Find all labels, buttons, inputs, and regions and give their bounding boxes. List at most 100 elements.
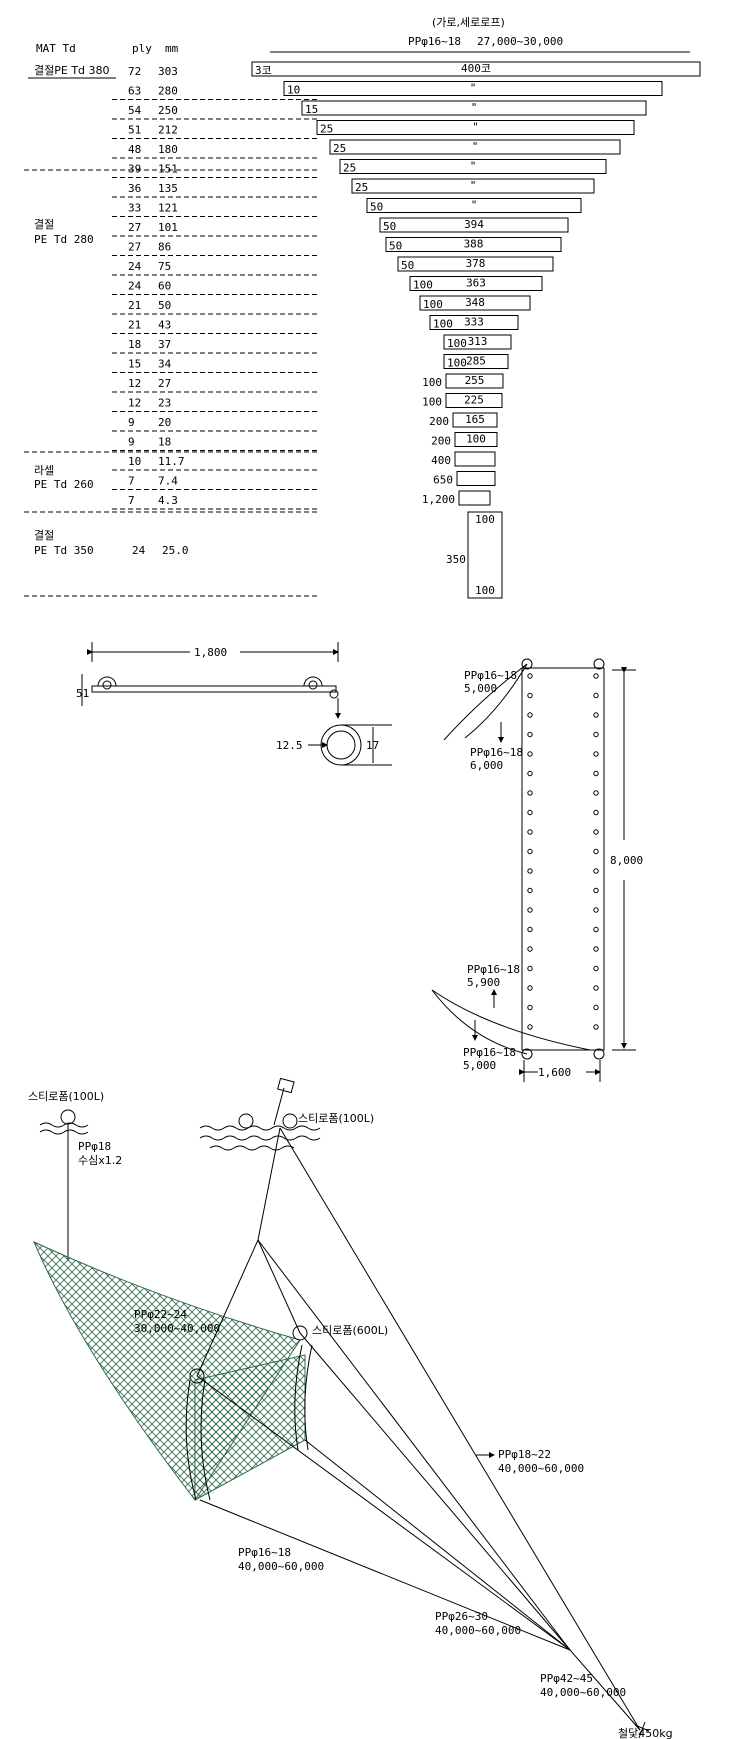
row-ply: 48 — [128, 143, 141, 156]
panel-ring — [593, 770, 599, 777]
row-center-count: 165 — [465, 413, 485, 426]
panel-ring — [527, 965, 533, 972]
panel-ring — [527, 907, 533, 913]
panel-ring — [593, 868, 599, 874]
row-ply: 36 — [128, 182, 141, 195]
row-mm: 60 — [158, 280, 171, 293]
row-center-count: 255 — [465, 374, 485, 387]
row-ply: 9 — [128, 416, 135, 429]
float-big-label: 스티로폼(600L) — [312, 1324, 388, 1337]
row-left-count: 100 — [447, 357, 467, 370]
panel-ring — [527, 946, 533, 952]
bag-bottom: 100 — [475, 584, 495, 597]
mesh-bar — [379, 217, 569, 233]
row-ply: 24 — [128, 260, 142, 273]
float-left-label: 스티로폼(100L) — [28, 1090, 104, 1103]
row-left-count: 650 — [433, 474, 453, 487]
panel-ring — [593, 809, 599, 816]
row-ply: 51 — [128, 124, 141, 137]
row-left-count: 1,200 — [422, 493, 455, 506]
row-left-count: 50 — [401, 259, 414, 272]
panel-ring — [593, 829, 599, 835]
frame-detail: 1,800 51 12.5 17 — [76, 642, 392, 766]
row-ply: 21 — [128, 319, 141, 332]
panel-ring — [527, 926, 533, 933]
row-mm: 43 — [158, 319, 171, 332]
row-left-count: 200 — [431, 435, 451, 448]
row-ply: 7 — [128, 494, 135, 507]
row-center-count: 378 — [466, 257, 486, 270]
row-center-count: 100 — [466, 433, 486, 446]
row-mm: 212 — [158, 124, 178, 137]
bag-top: 100 — [475, 513, 495, 526]
panel-ring — [593, 692, 599, 699]
row-center-count: 363 — [466, 277, 486, 290]
rope-anchor: PPφ42~45 — [540, 1672, 593, 1685]
row-center-count: 348 — [465, 296, 485, 309]
float-right-label: 스티로폼(100L) — [298, 1112, 374, 1125]
group4-label-a: 결절 — [34, 529, 54, 542]
group4-ply: 24 — [132, 544, 146, 557]
mesh-bar — [366, 198, 582, 213]
row-mm: 86 — [158, 241, 171, 254]
row-ply: 63 — [128, 85, 141, 98]
mesh-bar — [251, 61, 701, 77]
row-mm: 37 — [158, 338, 171, 351]
row-center-count: 333 — [464, 316, 484, 329]
mesh-bar — [456, 471, 496, 486]
row-mm: 75 — [158, 260, 171, 273]
panel-ring — [527, 887, 533, 894]
row-ply: 72 — [128, 65, 141, 78]
panel-ring — [593, 926, 599, 933]
panel-ring — [593, 965, 599, 972]
row-center-count: 285 — [466, 355, 486, 368]
row-left-count: 100 — [422, 396, 442, 409]
panel-detail: 8,000 1,600 PPφ16~18 5,000 PPφ16~18 6,00… — [431, 658, 643, 1082]
row-left-count: 15 — [305, 103, 318, 116]
row-center-count: " — [470, 179, 477, 192]
row-mm: 250 — [158, 104, 178, 117]
row-center-count: " — [470, 82, 477, 95]
mesh-bar — [339, 159, 607, 174]
panel-ring — [593, 1004, 599, 1011]
row-ply: 7 — [128, 475, 135, 488]
row-mm: 303 — [158, 65, 178, 78]
panel-ring — [593, 848, 599, 855]
group4-label-b: PE Td 350 — [34, 544, 94, 557]
row-ply: 12 — [128, 377, 141, 390]
row-left-count: 400 — [431, 454, 451, 467]
panel-ring — [527, 751, 533, 757]
panel-ring — [593, 751, 599, 757]
mesh-bar — [443, 334, 512, 350]
row-left-count: 100 — [423, 298, 443, 311]
row-left-count: 100 — [413, 279, 433, 292]
panel-ring — [593, 907, 599, 913]
rope-b2-len: 5,000 — [463, 1059, 496, 1072]
mesh-bar — [283, 81, 663, 96]
row-left-count: 3코 — [255, 64, 272, 77]
panel-ring — [527, 790, 533, 796]
row-mm: 121 — [158, 202, 178, 215]
group3-label-b: PE Td 260 — [34, 478, 94, 491]
row-mm: 180 — [158, 143, 178, 156]
rope-right-len: 40,000~60,000 — [498, 1462, 584, 1475]
row-left-count: 50 — [389, 240, 402, 253]
rope-main: PPφ26~30 — [435, 1610, 488, 1623]
header-rope: PPφ16~18 — [408, 35, 461, 48]
rope-a1: PPφ16~18 — [464, 669, 517, 682]
mesh-bar — [351, 178, 595, 194]
rope-float-depth: 수심x1.2 — [78, 1154, 122, 1167]
row-mm: 23 — [158, 397, 171, 410]
panel-ring — [593, 673, 599, 679]
row-mm: 280 — [158, 85, 178, 98]
group4-mm: 25.0 — [162, 544, 189, 557]
rope-anchor-len: 40,000~60,000 — [540, 1686, 626, 1699]
bag-rect — [467, 511, 503, 599]
anchor-label: 철닻450kg — [618, 1727, 673, 1739]
panel-ring — [593, 985, 599, 991]
panel-ring — [527, 770, 533, 777]
mesh-bar — [409, 276, 543, 291]
header-top: (가로,세로로프) — [432, 16, 505, 29]
